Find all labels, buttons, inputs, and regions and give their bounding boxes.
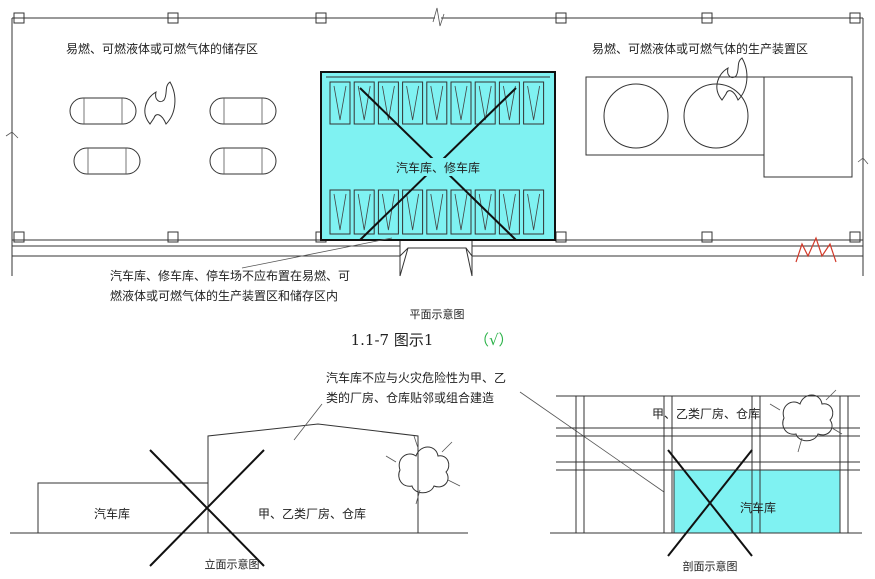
plan-view: 汽车库、修车库 易燃、可燃液体或可燃气体的储存区 易燃、可燃液体或可燃气体的生产… (5, 7, 869, 321)
garage-fill (320, 71, 556, 241)
leader-line (241, 237, 393, 269)
parking-bay (450, 81, 472, 125)
elevation-note-line1: 汽车库不应与火灾危险性为甲、乙 (326, 370, 506, 385)
section-title: 剖面示意图 (683, 559, 738, 573)
fire-rays (385, 435, 461, 505)
fire-rays (769, 389, 843, 453)
parking-bays-bottom (329, 189, 545, 235)
plan-title: 平面示意图 (410, 307, 465, 321)
parking-bay (402, 81, 424, 125)
tank (209, 147, 277, 175)
elevation-note-line2: 类的厂房、仓库贴邻或组合建造 (326, 390, 494, 405)
plan-note-line2: 燃液体或可燃气体的生产装置区和储存区内 (110, 288, 338, 303)
leader-line (293, 403, 323, 441)
parking-bay (353, 189, 375, 235)
parking-bay (329, 189, 351, 235)
tank (73, 147, 141, 175)
tank (69, 97, 137, 125)
caption-check: （√） (474, 331, 514, 349)
production-zone-label: 易燃、可燃液体或可燃气体的生产装置区 (592, 41, 808, 56)
storage-tanks (69, 81, 277, 175)
elevation-garage-label: 汽车库 (94, 506, 130, 521)
storage-zone-label: 易燃、可燃液体或可燃气体的储存区 (66, 41, 258, 56)
parking-bay (474, 81, 496, 125)
parking-bays-top (329, 81, 545, 125)
section-columns (575, 396, 849, 533)
parking-bay (377, 189, 399, 235)
garage-label: 汽车库、修车库 (396, 160, 480, 175)
flame-mark-icon (795, 236, 837, 263)
parking-bay (523, 81, 545, 125)
parking-bay (426, 189, 448, 235)
flame-icon (144, 81, 176, 125)
garage-plan: 汽车库、修车库 (320, 71, 556, 241)
section-garage-label: 汽车库 (740, 500, 776, 515)
flame-icon (716, 57, 748, 101)
plan-note-line1: 汽车库、修车库、停车场不应布置在易燃、可 (110, 268, 350, 283)
elevation-view: 汽车库不应与火灾危险性为甲、乙 类的厂房、仓库贴邻或组合建造 汽车库 甲、乙类厂… (10, 370, 506, 571)
parking-bay (450, 189, 472, 235)
parking-bay (523, 189, 545, 235)
cross-out-line (149, 449, 265, 567)
parking-bay (377, 81, 399, 125)
leader-line (519, 391, 665, 493)
elevation-factory (207, 423, 419, 533)
elevation-title: 立面示意图 (205, 557, 260, 571)
cross-out-line (667, 449, 753, 557)
section-garage-fill (673, 469, 841, 534)
tank (209, 97, 277, 125)
caption-text: 1.1-7 图示1 (351, 331, 434, 349)
fire-cloud-icon (398, 446, 450, 494)
parking-bay (426, 81, 448, 125)
section-view: 甲、乙类厂房、仓库 汽车库 剖面示意图 (519, 389, 862, 573)
parking-bay (329, 81, 351, 125)
production-equipment (585, 57, 853, 178)
figure-caption: 1.1-7 图示1 （√） (351, 331, 514, 349)
elevation-factory-label: 甲、乙类厂房、仓库 (258, 506, 366, 521)
fire-cloud-icon (782, 394, 834, 442)
section-factory-label: 甲、乙类厂房、仓库 (652, 406, 760, 421)
